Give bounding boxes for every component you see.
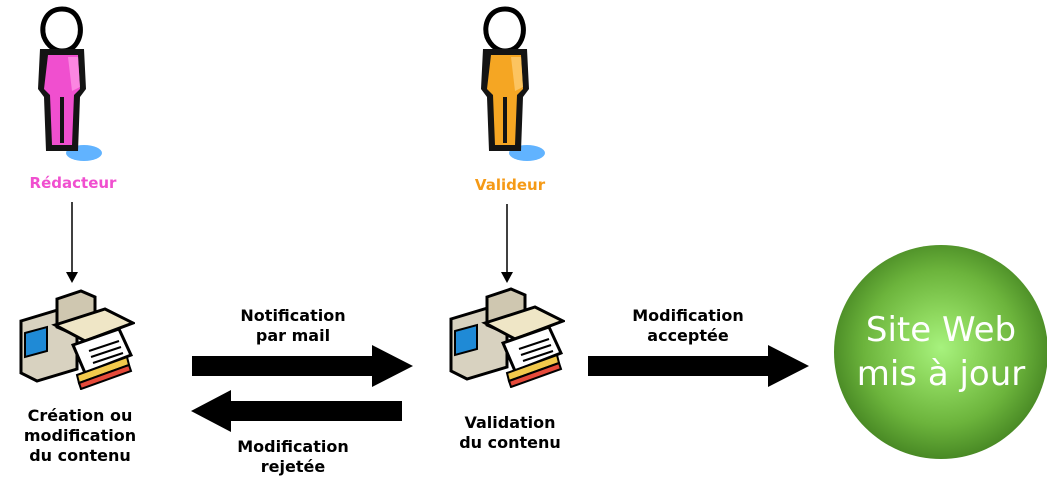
validation-label: Validation du contenu xyxy=(459,413,561,452)
notification-label: Notification par mail xyxy=(240,306,346,345)
validator-label: Valideur xyxy=(474,176,546,194)
creation-computer-icon xyxy=(19,289,135,390)
writer-connector-arrow xyxy=(66,202,78,283)
website-line-2: mis à jour xyxy=(856,354,1026,394)
website-updated-circle: Site Web mis à jour xyxy=(834,245,1047,459)
accepted-arrow xyxy=(588,345,809,387)
rejected-label: Modification rejetée xyxy=(237,437,349,476)
accepted-label: Modification acceptée xyxy=(632,306,744,345)
writer-person-icon xyxy=(38,6,102,161)
validation-computer-icon xyxy=(449,287,565,388)
validator-person-icon xyxy=(481,6,545,161)
writer-label: Rédacteur xyxy=(29,174,117,192)
creation-label: Création ou modification du contenu xyxy=(23,406,137,465)
website-line-1: Site Web xyxy=(865,310,1017,350)
rejected-arrow xyxy=(191,390,402,432)
notification-arrow xyxy=(192,345,413,387)
validator-connector-arrow xyxy=(501,204,513,283)
